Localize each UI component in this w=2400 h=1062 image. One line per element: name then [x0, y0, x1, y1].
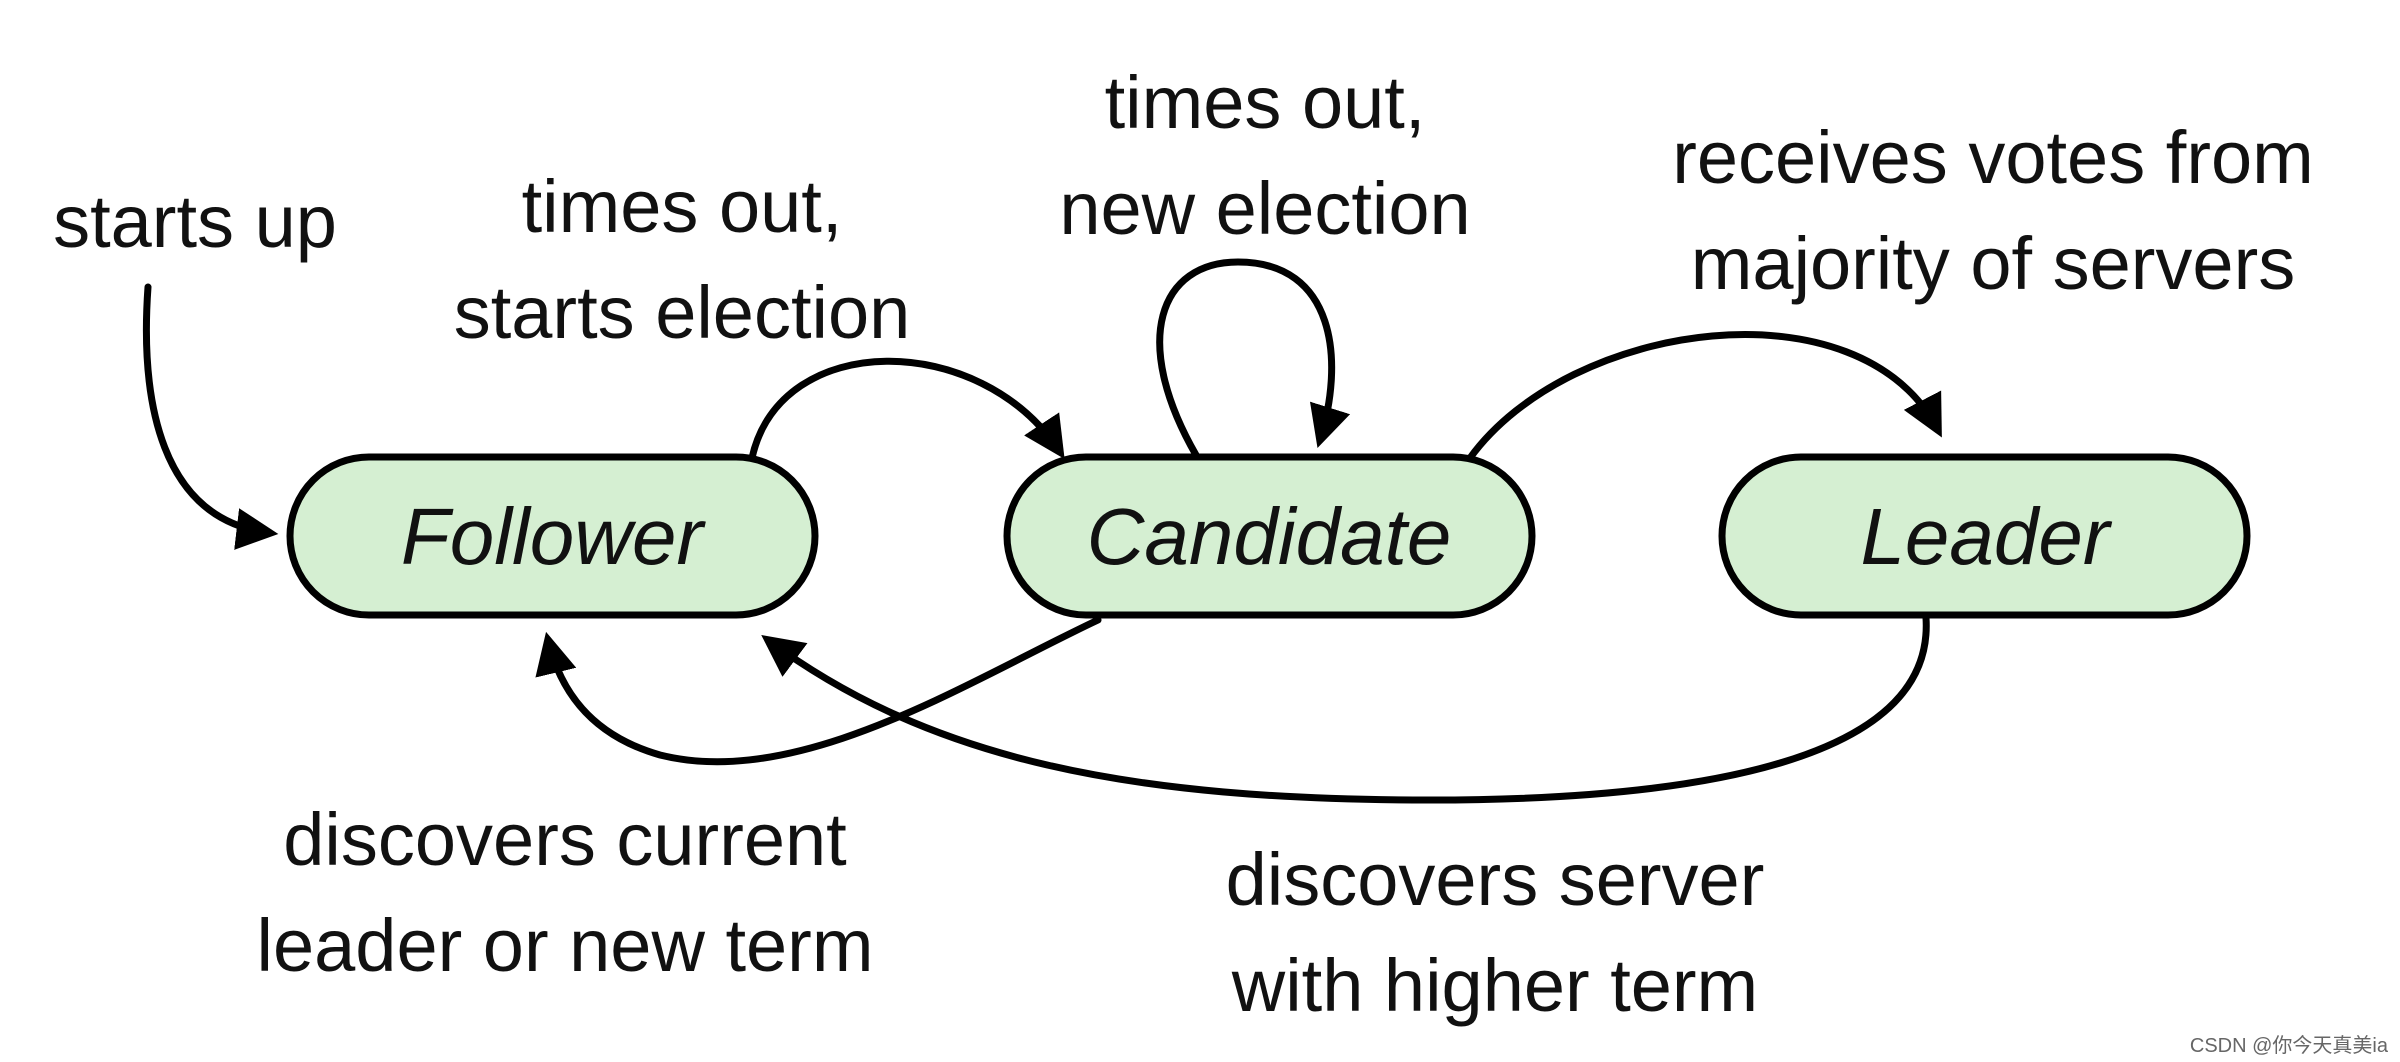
watermark-text: CSDN @你今天真美ia — [2190, 1034, 2389, 1057]
label-starts-up: starts up — [53, 180, 337, 263]
state-leader: Leader — [1718, 453, 2251, 619]
label-candidate-timeout: times out, new election — [1059, 61, 1470, 250]
state-follower-label: Follower — [401, 492, 707, 581]
label-discovers-leader-line2: leader or new term — [257, 904, 874, 987]
edge-candidate-to-leader — [1466, 331, 1942, 462]
state-candidate: Candidate — [1003, 453, 1536, 619]
state-follower-shape — [286, 453, 819, 619]
label-candidate-timeout-line1: times out, — [1105, 61, 1426, 144]
state-candidate-shape — [1003, 453, 1536, 619]
label-follower-timeout-line1: times out, — [522, 165, 843, 248]
edge-start-to-follower — [142, 283, 279, 550]
edges — [142, 258, 1942, 804]
label-candidate-timeout-line2: new election — [1059, 167, 1470, 250]
label-follower-timeout-line2: starts election — [454, 271, 911, 354]
edge-candidate-self-loop — [1156, 258, 1351, 459]
label-discovers-higher-term-line1: discovers server — [1226, 838, 1765, 921]
label-discovers-higher-term-line2: with higher term — [1231, 944, 1758, 1027]
edge-leader-to-follower — [761, 614, 1930, 804]
edge-candidate-to-follower — [535, 616, 1102, 766]
label-discovers-leader: discovers current leader or new term — [257, 798, 874, 987]
label-discovers-higher-term: discovers server with higher term — [1226, 838, 1765, 1027]
label-starts-up-line1: starts up — [53, 180, 337, 263]
state-leader-shape — [1718, 453, 2251, 619]
label-receives-votes-line1: receives votes from — [1672, 116, 2314, 199]
edge-follower-to-candidate — [748, 357, 1065, 462]
label-receives-votes-line2: majority of servers — [1691, 222, 2295, 305]
label-discovers-leader-line1: discovers current — [283, 798, 847, 881]
label-receives-votes: receives votes from majority of servers — [1672, 116, 2314, 305]
state-candidate-label: Candidate — [1087, 492, 1452, 581]
state-leader-label: Leader — [1860, 492, 2112, 581]
label-follower-timeout: times out, starts election — [454, 165, 911, 354]
state-follower: Follower — [286, 453, 819, 619]
